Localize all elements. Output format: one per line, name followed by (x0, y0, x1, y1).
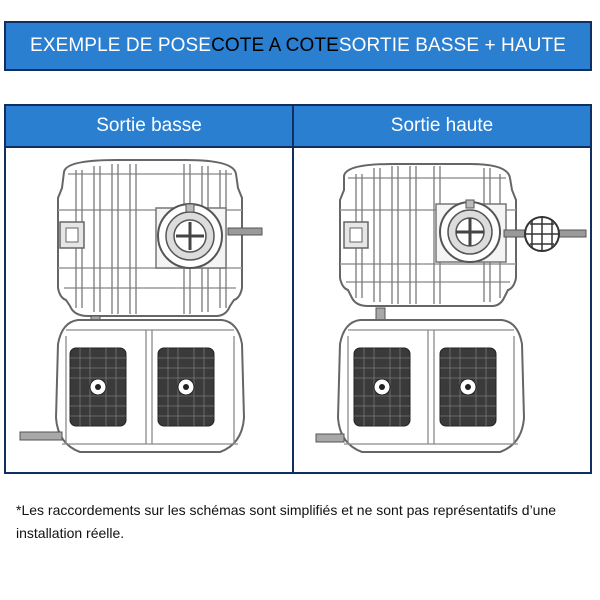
title-banner: EXEMPLE DE POSE COTE A COTE SORTIE BASSE… (4, 21, 592, 71)
header-divider (6, 146, 590, 148)
filter-grid-2 (439, 347, 497, 427)
left-fitting (59, 221, 85, 249)
title-text-highlight: COTE A COTE (211, 35, 339, 56)
filter-grid-1 (69, 347, 127, 427)
comparison-panel: Sortie basse Sortie haute (4, 104, 592, 474)
outlet-pipe-low (19, 431, 63, 441)
column-divider (292, 106, 294, 472)
title-text-part2: SORTIE BASSE + HAUTE (338, 35, 566, 56)
vent-grid-icon (524, 216, 560, 252)
header-sortie-haute: Sortie haute (294, 106, 590, 146)
diagram-sortie-basse (19, 159, 263, 453)
filter-grid-1 (353, 347, 411, 427)
diagram-sortie-haute (315, 163, 587, 453)
low-pipe-stub (315, 433, 345, 443)
filter-grid-2 (157, 347, 215, 427)
access-hatch (155, 203, 227, 269)
footnote: *Les raccordements sur les schémas sont … (16, 502, 557, 541)
left-fitting (343, 221, 369, 249)
access-hatch (435, 199, 507, 263)
title-text-part1: EXEMPLE DE POSE (30, 35, 212, 56)
outlet-pipe-upper (227, 227, 263, 236)
header-sortie-basse: Sortie basse (6, 106, 292, 146)
